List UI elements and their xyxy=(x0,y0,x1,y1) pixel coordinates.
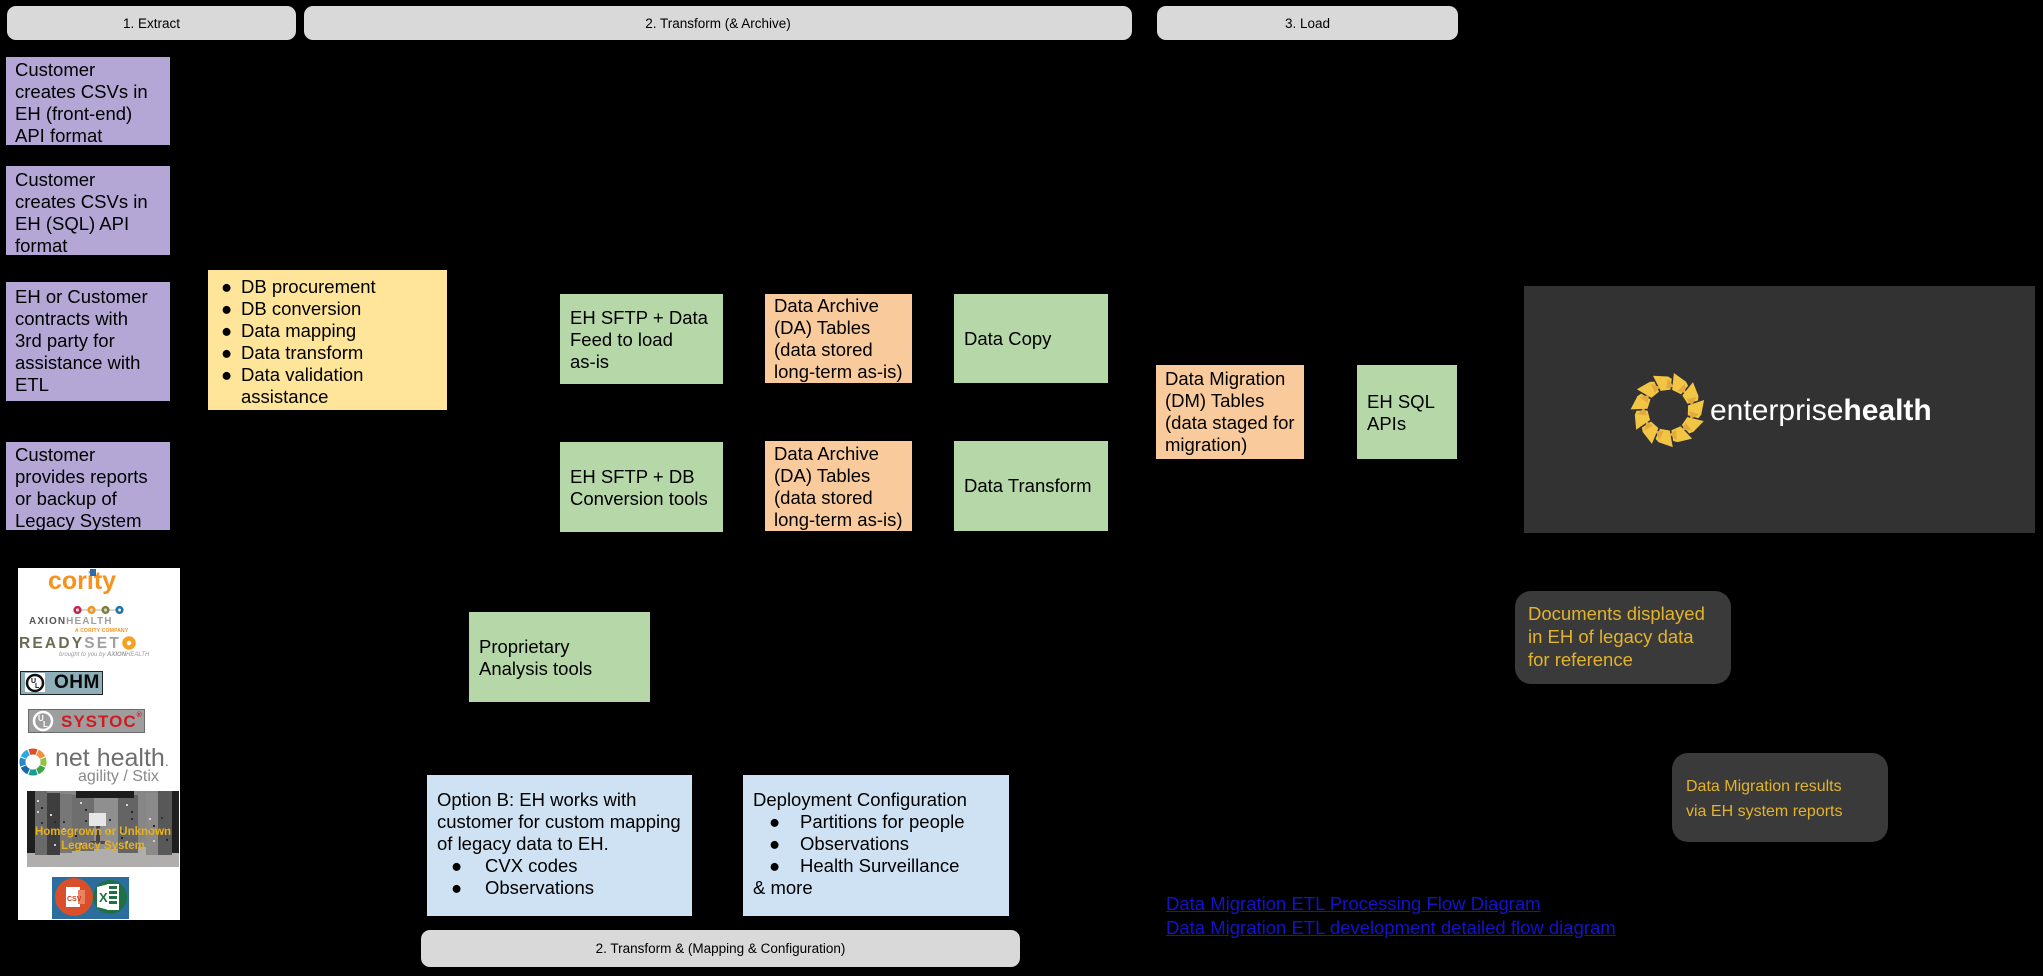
svg-text:Homegrown or Unknown: Homegrown or Unknown xyxy=(35,826,171,838)
svg-text:Legacy System: Legacy System xyxy=(61,840,145,852)
svg-text:L: L xyxy=(35,683,40,690)
svg-text:X: X xyxy=(99,890,108,905)
svg-text:CSV: CSV xyxy=(67,896,82,903)
svg-text:L: L xyxy=(43,720,48,729)
svg-text:U: U xyxy=(31,678,36,685)
svg-text:U: U xyxy=(38,714,44,723)
